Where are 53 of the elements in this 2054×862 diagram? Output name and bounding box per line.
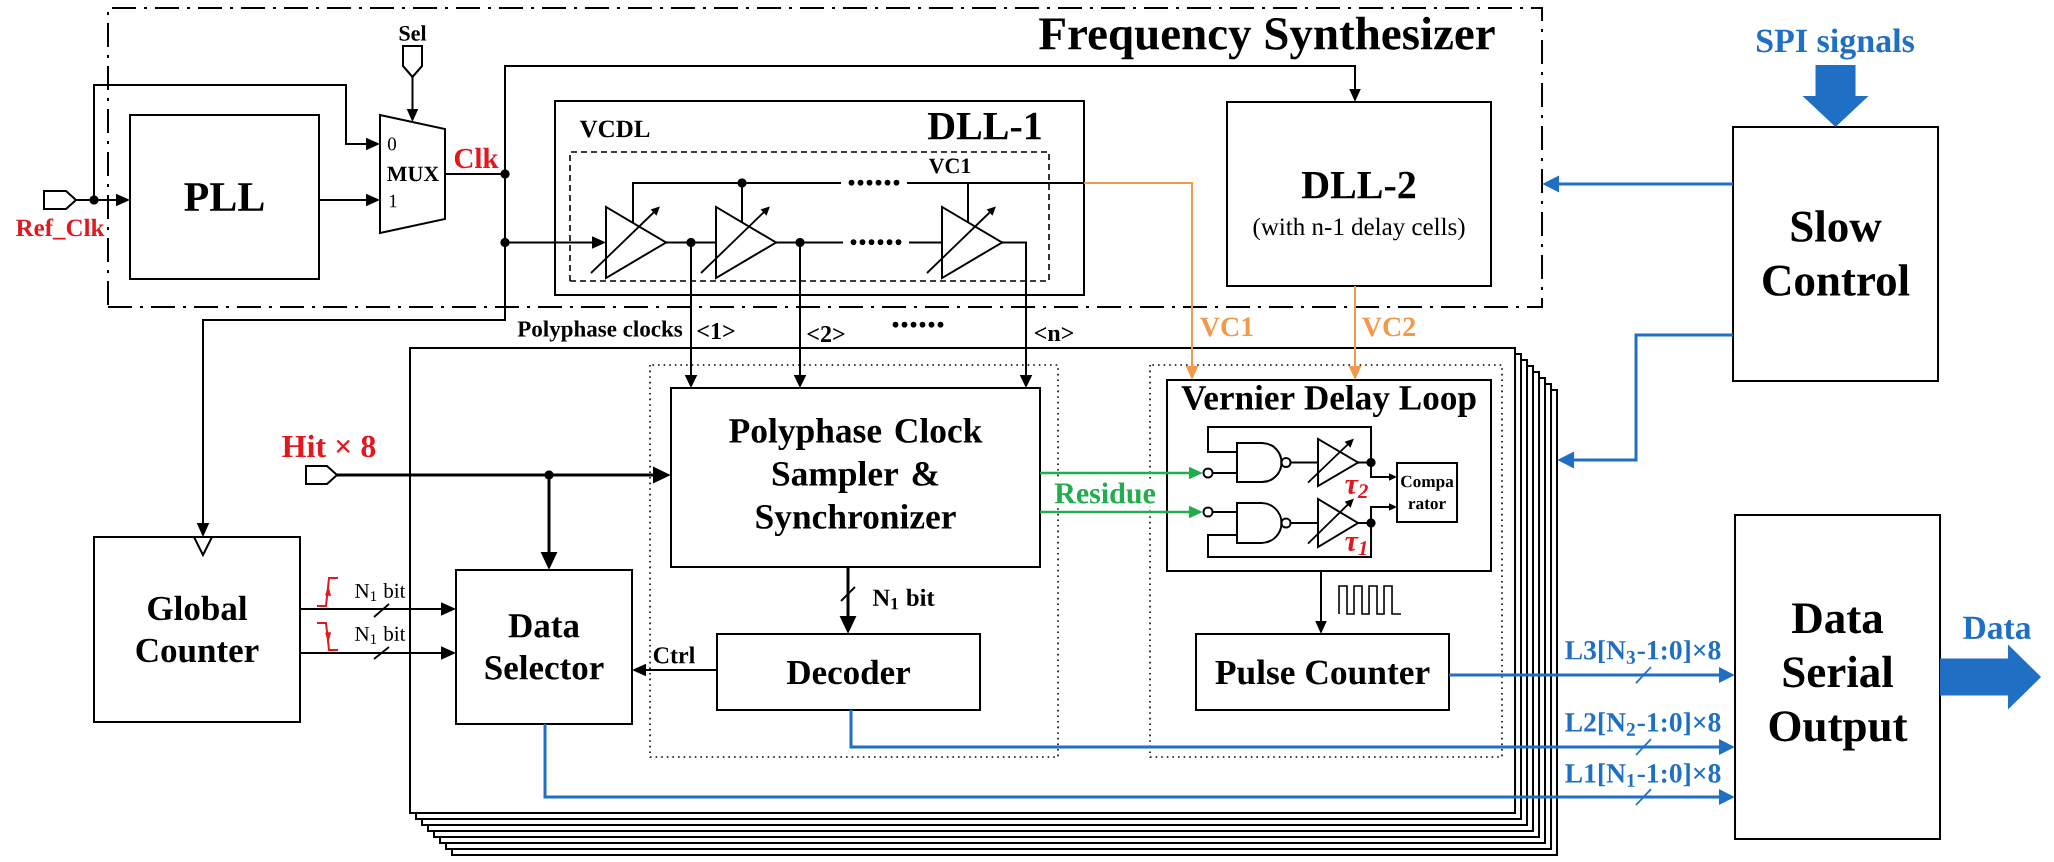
- edge-label: Data: [1963, 616, 2032, 640]
- line: [1207, 526, 1372, 558]
- edge-label: <n>: [1034, 327, 1074, 341]
- block-box: Decoder: [716, 633, 981, 711]
- block-box: PLL: [129, 114, 320, 280]
- edge-label: VC1: [1200, 317, 1253, 337]
- line: [632, 182, 739, 224]
- block-box: Compa rator: [1396, 462, 1458, 523]
- signal-label: Clk: [454, 147, 499, 169]
- edge-label: SPI signals: [1757, 28, 1914, 60]
- edge-label: <1>: [697, 323, 735, 339]
- block-box: DLL-2 (with n-1 delay cells): [1226, 101, 1492, 287]
- input-pin: Sel: [399, 25, 427, 79]
- edge-label: N$_{1}$ bit: [355, 626, 406, 644]
- ellipsis-dots: ......: [892, 321, 944, 328]
- nand-gate: [1202, 502, 1292, 544]
- block-box: Slow Control: [1732, 126, 1939, 382]
- line: [1290, 522, 1319, 524]
- block-box: Data Selector: [455, 569, 633, 725]
- block-arrow: [1940, 644, 2042, 710]
- edge-label: L3[N$_{3}$-1:0]×8: [1565, 640, 1721, 664]
- edge-label: Residue: [1051, 479, 1159, 507]
- node-label: VCDL: [579, 120, 650, 138]
- edge-label: L2[N$_{2}$-1:0]×8: [1565, 712, 1721, 736]
- edge-label: L1[N$_{1}$-1:0]×8: [1565, 763, 1721, 787]
- node-label: Hit × 8: [282, 434, 376, 458]
- line: [1207, 426, 1372, 460]
- line: [694, 241, 717, 244]
- edge-label: Ctrl: [653, 646, 695, 664]
- signal-label: VC1: [928, 158, 971, 174]
- line: [1290, 461, 1319, 464]
- node-label: Ref_Clk: [16, 218, 105, 240]
- input-pin: Hit × 8: [282, 434, 376, 485]
- block-box: Global Counter: [93, 536, 301, 723]
- nand-gate: [1202, 442, 1292, 483]
- edge-label: N$_{1}$ bit: [355, 583, 406, 601]
- block-box: Pulse Counter: [1195, 633, 1450, 711]
- line: [967, 182, 1085, 184]
- edge-label: N$_{1}$ bit: [872, 588, 935, 610]
- block-box: Polyphase Clock Sampler & Synchronizer: [670, 387, 1041, 568]
- line: [741, 186, 743, 224]
- input-pin: Ref_Clk: [16, 190, 105, 240]
- line: [967, 182, 969, 224]
- signal-label: Polyphase clocks: [517, 320, 683, 342]
- block-arrow: [1802, 65, 1869, 127]
- edge-label: VC2: [1362, 317, 1416, 337]
- node-label: Sel: [399, 25, 427, 41]
- symbol-label: τ$_{1}$: [1345, 536, 1367, 556]
- block-box: Data Serial Output: [1734, 514, 1941, 840]
- ellipsis-dots: ......: [843, 233, 909, 251]
- arrow: [504, 65, 1361, 171]
- symbol-label: τ$_{2}$: [1345, 479, 1368, 499]
- edge-label: <2>: [807, 326, 845, 342]
